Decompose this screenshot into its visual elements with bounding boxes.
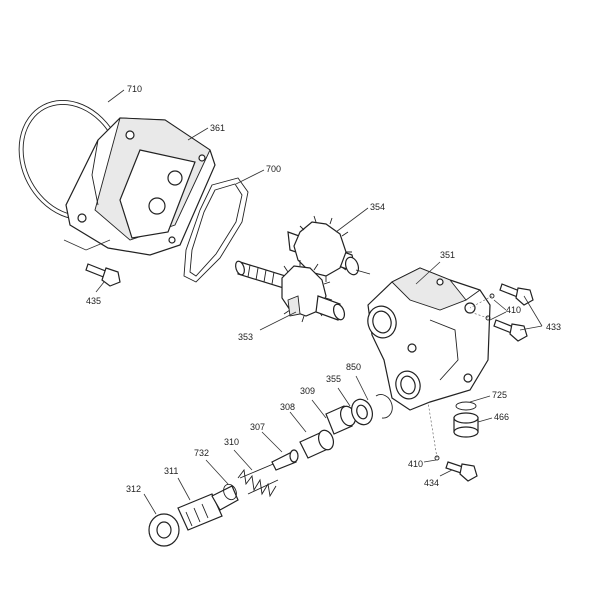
- bolts-433: [485, 283, 534, 342]
- label-353: 353: [238, 332, 253, 342]
- label-710: 710: [127, 84, 142, 94]
- label-850: 850: [346, 362, 361, 372]
- assembly-lines: [427, 295, 493, 459]
- label-434: 434: [424, 478, 439, 488]
- label-433: 433: [546, 322, 561, 332]
- label-312: 312: [126, 484, 141, 494]
- label-410-bottom: 410: [408, 459, 423, 469]
- label-355: 355: [326, 374, 341, 384]
- gear-354: [287, 215, 371, 282]
- label-725: 725: [492, 390, 507, 400]
- label-307: 307: [250, 422, 265, 432]
- bolt-435: [85, 263, 121, 287]
- label-309: 309: [300, 386, 315, 396]
- label-351: 351: [440, 250, 455, 260]
- bolt-434: [434, 455, 478, 482]
- label-310: 310: [224, 437, 239, 447]
- label-308: 308: [280, 402, 295, 412]
- relief-valve-assembly: [148, 394, 393, 547]
- housing-351: [367, 267, 491, 411]
- label-354: 354: [370, 202, 385, 212]
- gasket-700: [183, 177, 249, 283]
- part-labels: 710 361 700 354 351 435 353 410 433 850 …: [86, 84, 561, 494]
- plug-466: [453, 401, 479, 438]
- gear-shaft-353: [235, 260, 346, 323]
- label-732: 732: [194, 448, 209, 458]
- cover-361: [65, 117, 216, 256]
- label-311: 311: [164, 466, 178, 476]
- label-700: 700: [266, 164, 281, 174]
- label-410-top: 410: [506, 305, 521, 315]
- label-361: 361: [210, 123, 225, 133]
- leader-lines: [63, 89, 543, 515]
- label-435: 435: [86, 296, 101, 306]
- label-466: 466: [494, 412, 509, 422]
